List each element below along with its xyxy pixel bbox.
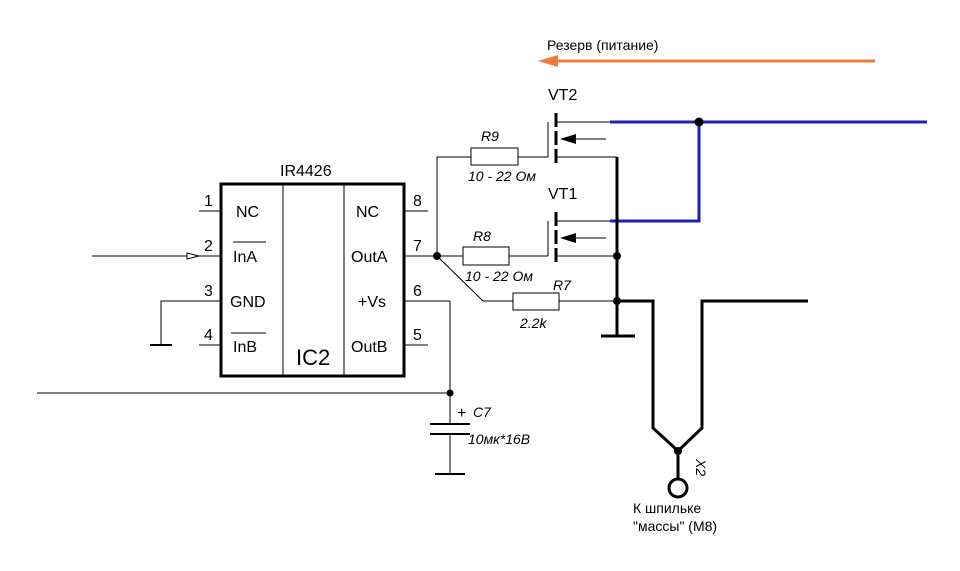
pin-7-name: OutA	[351, 249, 388, 266]
pin-6-name: +Vs	[358, 294, 386, 311]
pin-8-number: 8	[413, 193, 422, 210]
pin-8-name: NC	[356, 204, 379, 221]
reserve-arrow	[538, 55, 875, 67]
resistor-r8-ref: R8	[473, 228, 491, 244]
transistor-vt1	[547, 212, 617, 262]
pin-2-number: 2	[204, 238, 213, 255]
connector-x2-ref: X2	[693, 458, 709, 476]
source-ground-bus	[601, 157, 808, 478]
connector-label-line2: "массы" (М8)	[633, 518, 717, 534]
resistor-r7-value: 2.2k	[519, 315, 547, 331]
pin-5-number: 5	[413, 327, 422, 344]
capacitor-c7	[430, 423, 470, 475]
ic2-body	[219, 182, 406, 378]
ic-part-label: IR4426	[280, 163, 332, 180]
resistor-r9	[470, 147, 519, 166]
connector-label-line1: К шпильке	[633, 500, 701, 516]
resistor-r7-ref: R7	[553, 277, 572, 293]
resistor-r8	[462, 246, 510, 266]
connector-x2-terminal	[667, 477, 689, 499]
pin-3-name: GND	[230, 294, 266, 311]
power-bus	[610, 117, 927, 223]
reserve-label: Резерв (питание)	[547, 37, 658, 53]
pin-4-number: 4	[204, 327, 213, 344]
ic-right-pin-leads	[404, 210, 450, 346]
capacitor-polarity: +	[457, 405, 466, 422]
input-wire	[92, 252, 200, 260]
pin-1-name: NC	[236, 204, 259, 221]
pin-6-number: 6	[413, 283, 422, 300]
pin-2-name: InA	[233, 249, 257, 266]
resistor-r7	[512, 292, 560, 311]
pin-1-number: 1	[204, 193, 213, 210]
pin-3-number: 3	[204, 283, 213, 300]
resistor-r9-ref: R9	[481, 128, 499, 144]
pin-5-name: OutB	[351, 339, 387, 356]
transistor-vt2-label: VT2	[548, 87, 577, 104]
ic-ground-wire	[150, 300, 199, 346]
resistor-r9-value: 10 - 22 Ом	[468, 168, 536, 184]
ic-designator: IC2	[296, 345, 330, 370]
capacitor-value: 10мк*16В	[468, 431, 530, 447]
supply-wire	[37, 301, 454, 424]
capacitor-ref: C7	[473, 404, 492, 420]
pin-4-name: InB	[233, 339, 257, 356]
ic-left-pin-leads	[199, 210, 221, 346]
resistor-r8-value: 10 - 22 Ом	[465, 268, 533, 284]
transistor-vt2	[547, 113, 617, 163]
transistor-vt1-label: VT1	[548, 186, 577, 203]
pin-7-number: 7	[413, 238, 422, 255]
gate-drive-wiring	[433, 156, 617, 302]
